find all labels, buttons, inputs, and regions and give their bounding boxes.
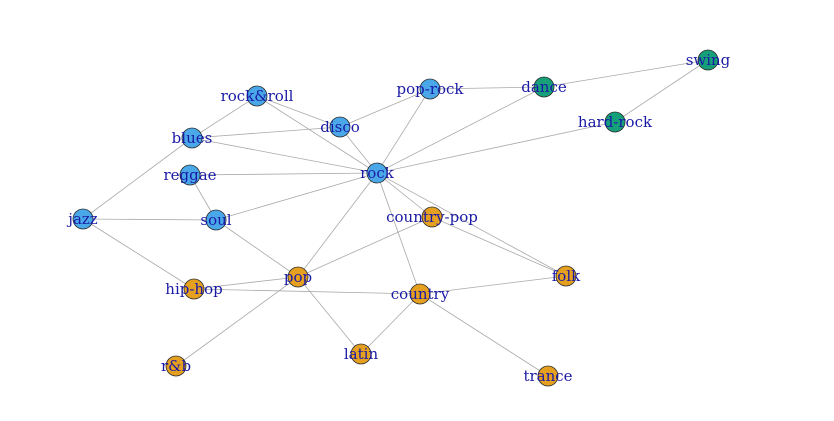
node-circle-swing (697, 49, 719, 71)
edge-reggae-rock (189, 172, 378, 176)
node-circle-reggae (179, 164, 201, 186)
node-soul: soul (200, 209, 232, 231)
edge-rock-and-roll-disco (256, 95, 341, 128)
node-circle-latin (350, 343, 372, 365)
edge-pop-r-and-b (175, 276, 299, 367)
node-circle-country (409, 283, 431, 305)
edge-rock-pop (297, 172, 378, 278)
node-latin: latin (344, 343, 379, 365)
edge-blues-jazz (82, 137, 193, 220)
edge-country-latin (360, 293, 421, 355)
node-label-hard-rock: hard-rock (578, 113, 653, 131)
edge-pop-hip-hop (193, 276, 299, 290)
edge-pop-rock-disco (339, 88, 431, 128)
edge-country-pop-folk (431, 216, 567, 277)
node-circle-rock (366, 162, 388, 184)
edge-rock-country (376, 172, 421, 295)
edge-swing-dance (543, 59, 709, 88)
edge-pop-latin (297, 276, 362, 355)
edge-rock-and-roll-rock (256, 95, 378, 174)
node-country-pop: country-pop (386, 206, 478, 228)
node-label-latin: latin (344, 345, 379, 363)
node-circle-jazz (72, 208, 94, 230)
node-circle-soul (205, 209, 227, 231)
edge-country-trance (419, 293, 549, 377)
edge-dance-rock (376, 86, 545, 174)
node-trance: trance (523, 365, 573, 387)
node-circle-country-pop (421, 206, 443, 228)
node-jazz: jazz (66, 208, 98, 230)
node-circle-r-and-b (165, 355, 187, 377)
node-label-dance: dance (521, 78, 567, 96)
node-blues: blues (172, 127, 213, 149)
node-hip-hop: hip-hop (165, 278, 223, 300)
node-r-and-b: r&b (161, 355, 191, 377)
edge-disco-blues (191, 126, 341, 139)
node-label-rock-and-roll: rock&roll (221, 87, 294, 105)
node-label-r-and-b: r&b (161, 357, 191, 375)
edge-soul-pop (215, 219, 299, 278)
node-label-soul: soul (200, 211, 231, 229)
node-circle-pop-rock (419, 78, 441, 100)
node-label-pop: pop (284, 268, 312, 286)
node-hard-rock: hard-rock (578, 111, 653, 133)
edge-dance-pop-rock (429, 86, 545, 90)
node-label-hip-hop: hip-hop (165, 280, 222, 298)
edge-hip-hop-country (193, 288, 421, 295)
edge-rock-folk (376, 172, 567, 277)
node-circle-blues (181, 127, 203, 149)
edge-blues-rock (191, 137, 378, 174)
node-dance: dance (521, 76, 567, 98)
node-label-pop-rock: pop-rock (397, 80, 465, 98)
node-circle-pop (287, 266, 309, 288)
node-rock: rock (360, 162, 395, 184)
edge-country-pop-pop (297, 216, 433, 278)
node-label-country: country (391, 285, 450, 303)
node-circle-trance (537, 365, 559, 387)
node-disco: disco (320, 116, 360, 138)
node-circle-disco (329, 116, 351, 138)
node-label-disco: disco (320, 118, 360, 136)
node-circle-hip-hop (183, 278, 205, 300)
node-label-blues: blues (172, 129, 213, 147)
node-circle-dance (533, 76, 555, 98)
node-label-folk: folk (552, 267, 581, 285)
edge-rock-country-pop (376, 172, 433, 218)
node-label-rock: rock (360, 164, 395, 182)
edge-pop-rock-rock (376, 88, 431, 174)
node-label-swing: swing (686, 51, 731, 69)
node-label-jazz: jazz (66, 210, 97, 228)
edge-jazz-hip-hop (82, 218, 195, 290)
edge-jazz-soul (82, 218, 217, 221)
edge-rock-and-roll-blues (191, 95, 258, 139)
node-circle-folk (555, 265, 577, 287)
node-folk: folk (552, 265, 581, 287)
node-circle-hard-rock (604, 111, 626, 133)
node-label-reggae: reggae (163, 166, 216, 184)
nodes-layer: swing dance hard-rock pop-rock rock&roll disc… (66, 49, 731, 387)
node-circle-rock-and-roll (246, 85, 268, 107)
node-country: country (391, 283, 450, 305)
edge-soul-rock (215, 172, 378, 221)
node-label-country-pop: country-pop (386, 208, 478, 226)
node-reggae: reggae (163, 164, 217, 186)
node-swing: swing (686, 49, 731, 71)
node-pop: pop (284, 266, 312, 288)
edge-country-folk (419, 275, 567, 295)
node-pop-rock: pop-rock (397, 78, 465, 100)
node-rock-and-roll: rock&roll (221, 85, 294, 107)
edge-swing-hard-rock (614, 59, 709, 123)
node-label-trance: trance (523, 367, 572, 385)
edge-hard-rock-rock (376, 121, 616, 174)
